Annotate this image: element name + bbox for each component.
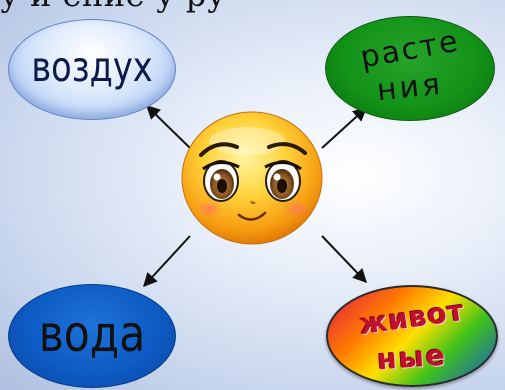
node-water-label: вода bbox=[38, 305, 146, 363]
arrow-to-water bbox=[143, 235, 191, 288]
arrow-to-air bbox=[145, 105, 191, 149]
node-plants: расте ния bbox=[325, 16, 495, 121]
node-air-label: воздух bbox=[31, 43, 153, 91]
node-air: воздух bbox=[8, 19, 176, 120]
arrow-to-animals bbox=[321, 235, 367, 284]
node-animals: живот ные bbox=[326, 285, 498, 387]
arrow-to-plants bbox=[321, 107, 368, 149]
node-water: вода bbox=[8, 284, 176, 388]
smiley-face-icon bbox=[181, 111, 323, 245]
cropped-heading-text: у и ение у ру bbox=[0, 0, 505, 11]
